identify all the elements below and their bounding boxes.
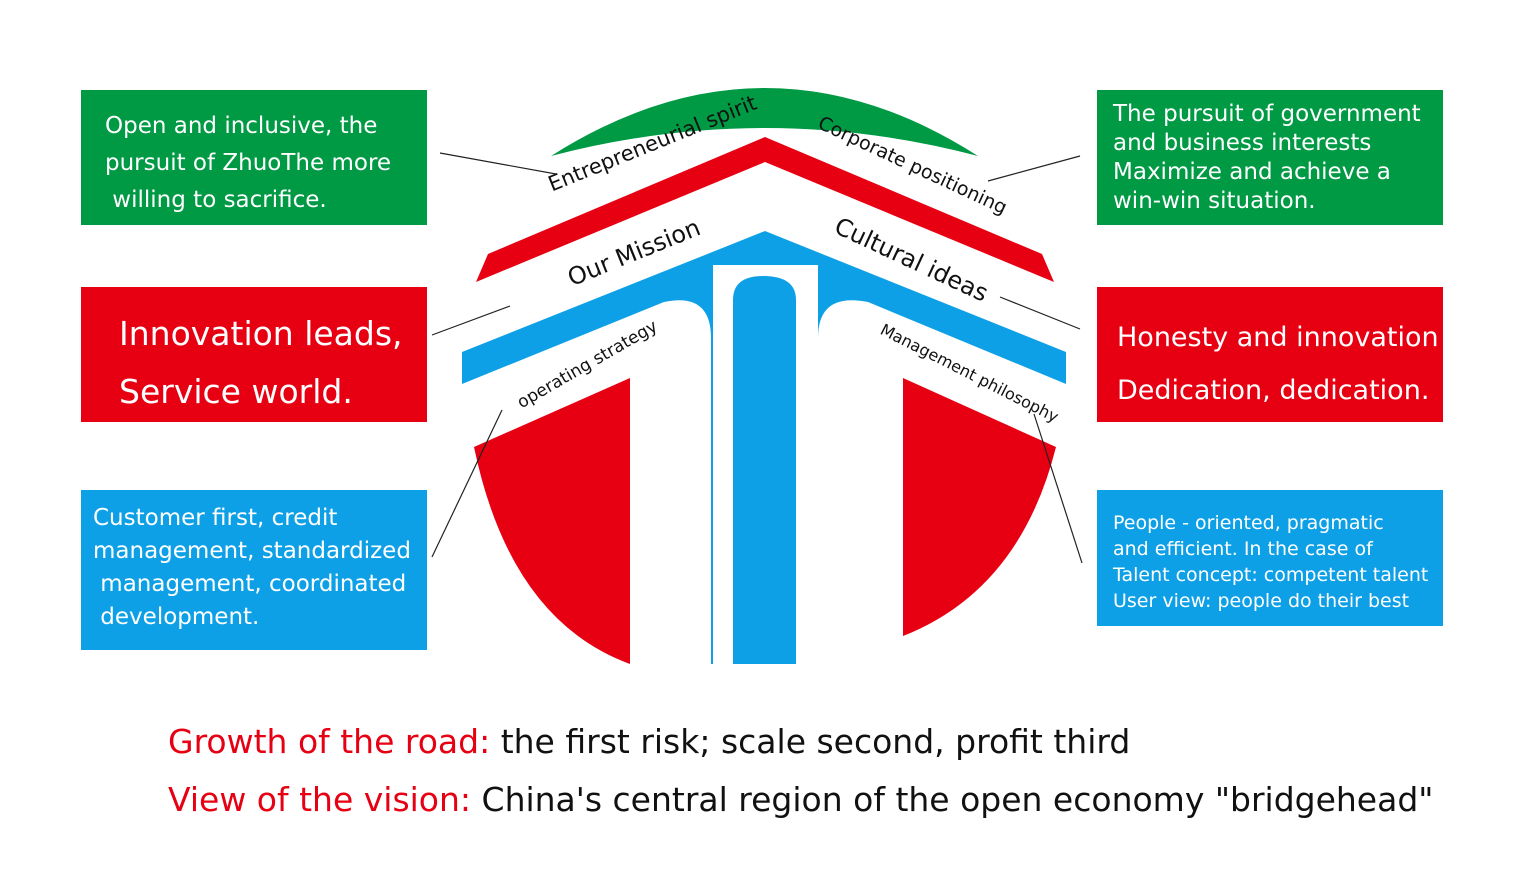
box-line: and efficient. In the case of xyxy=(1113,538,1373,560)
box-line: People - oriented, pragmatic xyxy=(1113,512,1384,534)
cultural-ideas-box: Honesty and innovation Dedication, dedic… xyxy=(1097,287,1443,422)
green-arch xyxy=(551,88,978,156)
box-line: Service world. xyxy=(119,372,353,411)
blue-t-stem-gap xyxy=(713,265,818,664)
management-philosophy-box: People - oriented, pragmatic and efficie… xyxy=(1097,490,1443,626)
red-left-segment xyxy=(474,378,630,664)
box-line: User view: people do their best xyxy=(1113,590,1410,612)
growth-of-the-road-line: Growth of the road: the first risk; scal… xyxy=(168,722,1130,761)
vision-key: View of the vision: xyxy=(168,780,472,819)
box-line: win-win situation. xyxy=(1113,188,1316,214)
corporate-positioning-box: The pursuit of government and business i… xyxy=(1097,90,1443,225)
box-line: management, standardized xyxy=(93,538,411,564)
growth-value: the first risk; scale second, profit thi… xyxy=(490,722,1131,761)
box-line: pursuit of ZhuoThe more xyxy=(105,150,392,176)
box-line: Customer first, credit xyxy=(93,505,338,531)
growth-key: Growth of the road: xyxy=(168,722,491,761)
box-line: Honesty and innovation xyxy=(1117,322,1439,353)
box-line: development. xyxy=(93,604,260,630)
box-line: Innovation leads, xyxy=(119,314,403,353)
blue-t-shape xyxy=(462,231,1066,664)
entrepreneurial-spirit-box: Open and inclusive, the pursuit of ZhuoT… xyxy=(81,90,427,225)
box-line: and business interests xyxy=(1113,130,1372,156)
our-mission-box: Innovation leads, Service world. xyxy=(81,287,427,422)
view-of-the-vision-line: View of the vision: China's central regi… xyxy=(168,780,1433,819)
box-line: Maximize and achieve a xyxy=(1113,159,1391,185)
connector-lines xyxy=(431,152,1083,564)
operating-strategy-box: Customer first, credit management, stand… xyxy=(81,490,427,650)
box-line: willing to sacrifice. xyxy=(105,187,327,213)
box-line: management, coordinated xyxy=(93,571,407,597)
box-line: The pursuit of government xyxy=(1113,101,1421,127)
box-line: Dedication, dedication. xyxy=(1117,375,1430,406)
red-right-segment xyxy=(903,378,1056,636)
box-line: Talent concept: competent talent xyxy=(1113,564,1429,586)
box-line: Open and inclusive, the xyxy=(105,113,378,139)
vision-value: China's central region of the open econo… xyxy=(471,780,1434,819)
